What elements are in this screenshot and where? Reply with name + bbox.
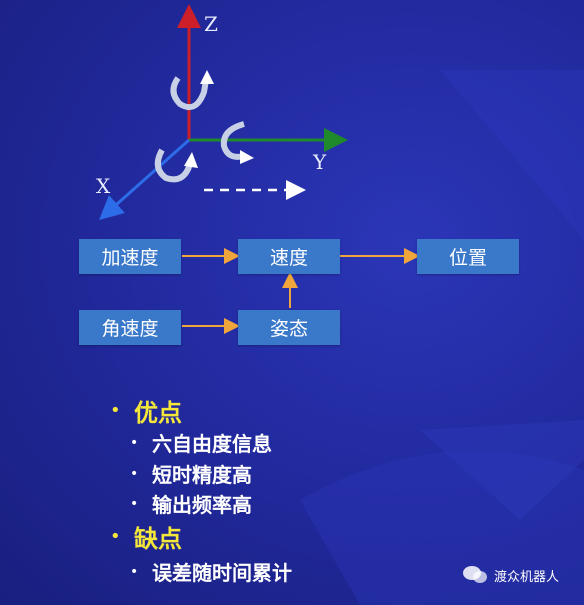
chat-bubble-icon bbox=[463, 566, 487, 583]
cons-item-label: 误差随时间累计 bbox=[152, 561, 292, 585]
attitude-box: 姿态 bbox=[238, 310, 340, 345]
pros-item-label: 输出频率高 bbox=[152, 493, 252, 517]
position-box: 位置 bbox=[417, 239, 519, 274]
rotation-z-icon bbox=[170, 70, 214, 110]
pros-item-label: 短时精度高 bbox=[152, 463, 252, 487]
angular-velocity-box: 角速度 bbox=[79, 310, 181, 345]
watermark-text: 渡众机器人 bbox=[494, 569, 560, 585]
watermark: 渡众机器人 bbox=[462, 565, 559, 585]
y-axis-label: Y bbox=[313, 150, 327, 174]
z-axis-label: Z bbox=[204, 12, 218, 36]
bullet-icon: • bbox=[130, 495, 139, 512]
pros-title: 优点 bbox=[134, 399, 182, 427]
bullet-icon: • bbox=[110, 526, 121, 547]
bullet-icon: • bbox=[130, 465, 139, 482]
x-axis-label: X bbox=[96, 174, 111, 198]
x-axis bbox=[99, 138, 190, 220]
bullet-icon: • bbox=[110, 400, 121, 421]
acceleration-box: 加速度 bbox=[79, 239, 181, 274]
rotation-x-icon bbox=[154, 148, 198, 183]
velocity-box: 速度 bbox=[238, 239, 340, 274]
pros-item-label: 六自由度信息 bbox=[152, 432, 272, 456]
bullet-icon: • bbox=[130, 563, 139, 580]
cons-item: • 误差随时间累计 bbox=[130, 557, 292, 586]
pros-item: • 输出频率高 bbox=[130, 489, 252, 518]
pros-item: • 六自由度信息 bbox=[130, 428, 272, 457]
pros-item: • 短时精度高 bbox=[130, 459, 252, 488]
rotation-y-icon bbox=[220, 121, 254, 164]
cons-heading: • 缺点 bbox=[110, 519, 182, 554]
cons-title: 缺点 bbox=[134, 525, 182, 553]
pros-heading: • 优点 bbox=[110, 393, 182, 428]
bullet-icon: • bbox=[130, 434, 139, 451]
